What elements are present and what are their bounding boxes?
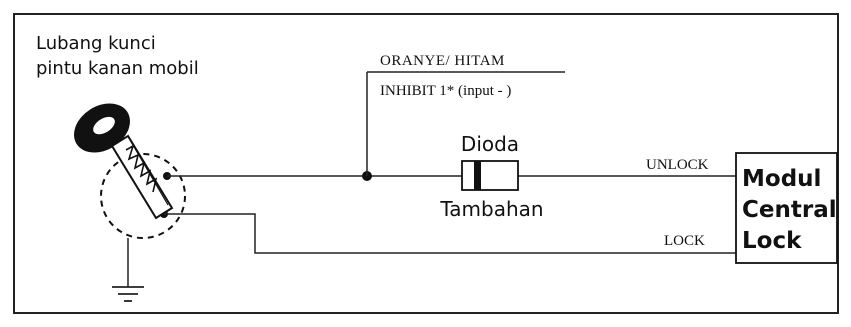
- module-line-1: Modul: [742, 166, 821, 192]
- module-line-3: Lock: [742, 228, 802, 254]
- key-icon: [74, 103, 174, 220]
- lock-wire: [164, 213, 736, 254]
- inhibit-label: INHIBIT 1* (input - ): [380, 83, 511, 99]
- diagram-frame: [13, 13, 839, 314]
- title-line-2: pintu kanan mobil: [36, 58, 199, 79]
- central-lock-module: Modul Central Lock: [735, 152, 838, 264]
- ground-icon: [112, 286, 144, 302]
- diode-icon: [461, 160, 519, 191]
- diode-label: Dioda: [461, 132, 519, 156]
- title-line-1: Lubang kunci: [36, 33, 156, 54]
- module-line-2: Central: [742, 197, 837, 223]
- lock-label: LOCK: [664, 233, 705, 249]
- unlock-label: UNLOCK: [646, 157, 709, 173]
- wire-color-label: ORANYE/ HITAM: [380, 53, 505, 69]
- diode-sublabel: Tambahan: [439, 197, 543, 221]
